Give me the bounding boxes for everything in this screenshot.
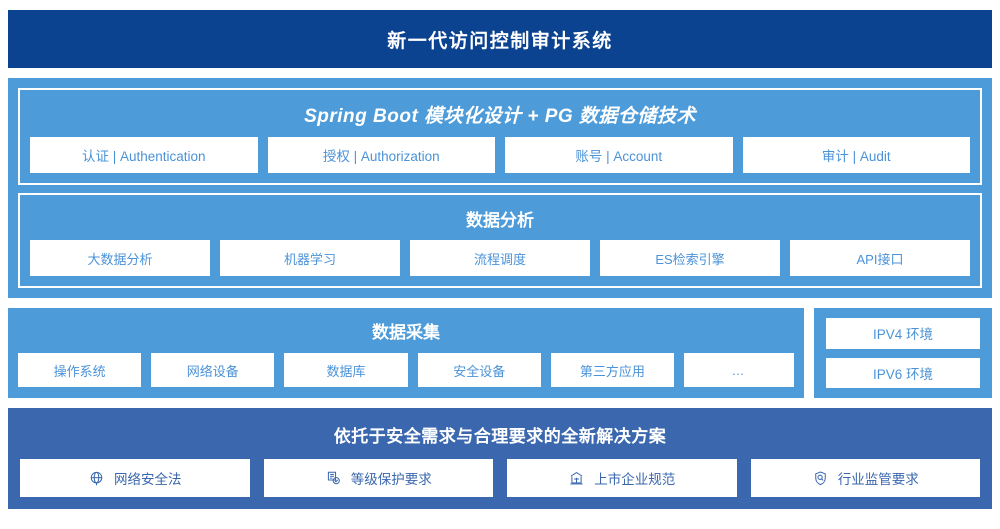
collection-chip-row: 操作系统 网络设备 数据库 安全设备 第三方应用 …	[18, 353, 795, 387]
analysis-chip-machine-learning[interactable]: 机器学习	[220, 240, 400, 276]
platform-chip-audit[interactable]: 审计 | Audit	[742, 137, 970, 173]
collection-chip-os[interactable]: 操作系统	[18, 353, 142, 387]
bank-icon	[568, 470, 585, 487]
compliance-panel: 依托于安全需求与合理要求的全新解决方案 网络安全法	[8, 408, 992, 509]
analysis-chip-api[interactable]: API接口	[790, 240, 970, 276]
collection-title: 数据采集	[372, 323, 440, 342]
compliance-chip-row: 网络安全法 等级保护要求	[20, 459, 980, 497]
analysis-group-title: 数据分析	[466, 211, 534, 230]
platform-group: Spring Boot 模块化设计 + PG 数据仓储技术 认证 | Authe…	[18, 88, 982, 185]
collection-chip-database[interactable]: 数据库	[284, 353, 408, 387]
compliance-chip-mlps[interactable]: 等级保护要求	[263, 459, 493, 497]
collection-chip-third-party-app[interactable]: 第三方应用	[550, 353, 675, 387]
environment-chip-ipv6[interactable]: IPV6 环境	[826, 357, 980, 388]
platform-group-title: Spring Boot 模块化设计 + PG 数据仓储技术	[304, 106, 696, 127]
document-check-icon	[325, 470, 342, 487]
collection-panel: 数据采集 操作系统 网络设备 数据库 安全设备 第三方应用 …	[8, 308, 804, 398]
collection-chip-network-device[interactable]: 网络设备	[151, 353, 275, 387]
collection-chip-more[interactable]: …	[684, 353, 795, 387]
environment-chip-ipv4[interactable]: IPV4 环境	[826, 318, 980, 349]
platform-panel: Spring Boot 模块化设计 + PG 数据仓储技术 认证 | Authe…	[8, 78, 992, 298]
platform-chip-row: 认证 | Authentication 授权 | Authorization 账…	[30, 137, 970, 173]
platform-chip-authentication[interactable]: 认证 | Authentication	[30, 137, 258, 173]
analysis-chip-row: 大数据分析 机器学习 流程调度 ES检索引擎 API接口	[30, 240, 970, 276]
collection-row: 数据采集 操作系统 网络设备 数据库 安全设备 第三方应用 … IPV4 环境 …	[8, 308, 992, 398]
compliance-chip-cybersecurity-law[interactable]: 网络安全法	[20, 459, 250, 497]
platform-chip-authorization[interactable]: 授权 | Authorization	[267, 137, 495, 173]
globe-icon	[88, 470, 105, 487]
compliance-label-listed-enterprise: 上市企业规范	[594, 472, 676, 487]
compliance-chip-listed-enterprise[interactable]: 上市企业规范	[507, 459, 737, 497]
analysis-chip-es-search-engine[interactable]: ES检索引擎	[600, 240, 780, 276]
compliance-title: 依托于安全需求与合理要求的全新解决方案	[333, 427, 667, 446]
environment-panel: IPV4 环境 IPV6 环境	[814, 308, 992, 398]
compliance-chip-industry-regulation[interactable]: 行业监管要求	[750, 459, 980, 497]
analysis-chip-process-scheduling[interactable]: 流程调度	[410, 240, 590, 276]
compliance-label-industry-regulation: 行业监管要求	[837, 472, 919, 487]
page-header: 新一代访问控制审计系统	[8, 10, 992, 68]
shield-search-icon	[812, 470, 829, 487]
collection-chip-security-device[interactable]: 安全设备	[417, 353, 541, 387]
compliance-label-mlps: 等级保护要求	[350, 472, 432, 487]
compliance-label-cybersecurity-law: 网络安全法	[114, 472, 182, 487]
analysis-chip-bigdata[interactable]: 大数据分析	[30, 240, 210, 276]
analysis-group: 数据分析 大数据分析 机器学习 流程调度 ES检索引擎 API接口	[18, 193, 982, 288]
page-title: 新一代访问控制审计系统	[387, 30, 613, 52]
platform-chip-account[interactable]: 账号 | Account	[505, 137, 733, 173]
